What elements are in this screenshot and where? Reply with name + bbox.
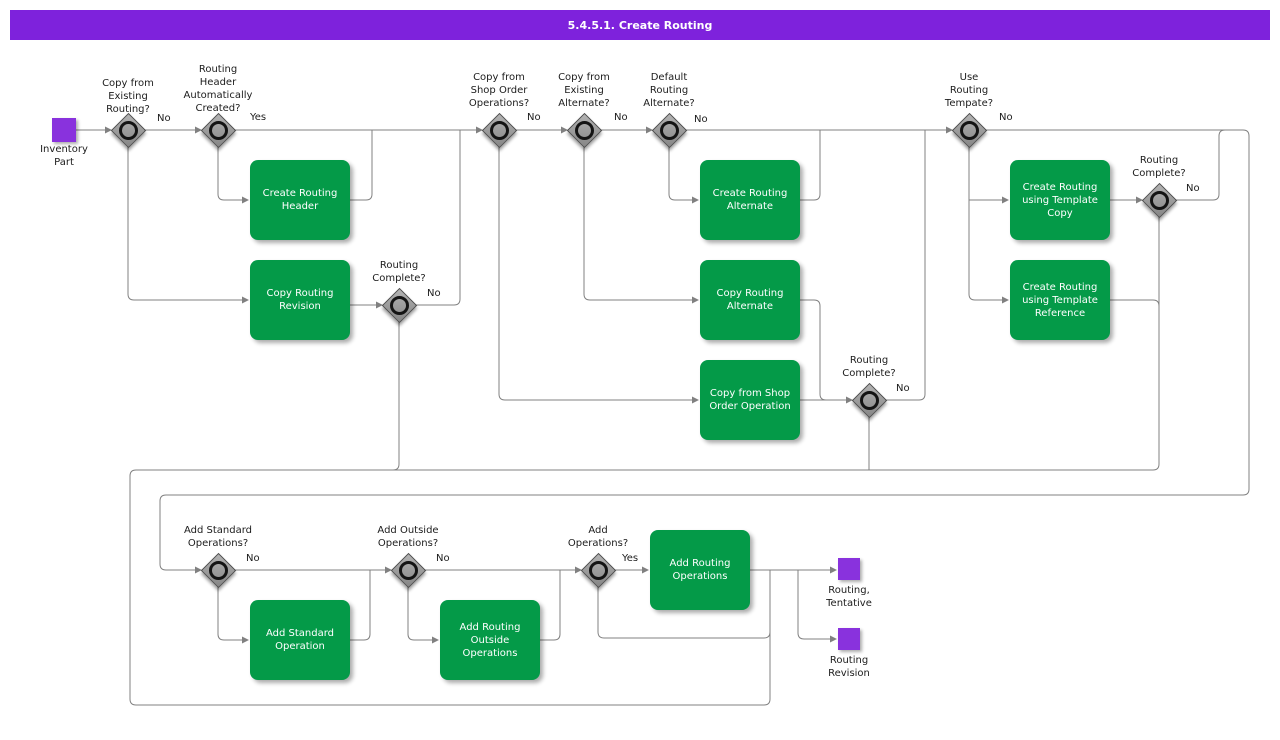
decision-gateway-icon [118,120,138,140]
process-create-routing-alternate[interactable]: Create Routing Alternate [700,160,800,240]
process-add-routing-outside-operations[interactable]: Add Routing Outside Operations [440,600,540,680]
decision-default-routing-alternate-label: Default Routing Alternate? [643,72,695,109]
end-event-routing-revision-label: Routing Revision [828,655,870,679]
decision-add-operations-label: Add Operations? [567,525,629,549]
decision-add-outside-operations-label: Add Outside Operations? [377,525,439,549]
process-copy-routing-alternate[interactable]: Copy Routing Alternate [700,260,800,340]
branch-label-no: No [1186,183,1200,194]
branch-label-no: No [527,112,541,123]
start-event-inventory-part [52,118,76,142]
process-copy-from-shop-order-operation[interactable]: Copy from Shop Order Operation [700,360,800,440]
decision-gateway-icon [588,560,608,580]
start-event-label: Inventory Part [40,144,88,168]
decision-copy-existing-alternate-label: Copy from Existing Alternate? [558,72,610,109]
decision-gateway-icon [574,120,594,140]
decision-gateway-icon [208,560,228,580]
branch-label-no: No [427,288,441,299]
decision-routing-complete-2-label: Routing Complete? [1132,155,1186,179]
end-event-routing-tentative-label: Routing, Tentative [826,585,872,609]
branch-label-yes: Yes [622,553,639,564]
decision-routing-complete-1-label: Routing Complete? [372,260,426,284]
decision-use-routing-template-label: Use Routing Tempate? [944,72,994,109]
decision-gateway-icon [398,560,418,580]
process-create-routing-header[interactable]: Create Routing Header [250,160,350,240]
branch-label-no: No [246,553,260,564]
diagram-title-bar: 5.4.5.1. Create Routing [10,10,1270,40]
decision-gateway-icon [208,120,228,140]
decision-routing-header-auto-label: Routing Header Automatically Created? [183,64,253,114]
branch-label-no: No [896,383,910,394]
process-create-routing-using-template-copy[interactable]: Create Routing using Template Copy [1010,160,1110,240]
decision-copy-shop-order-ops-label: Copy from Shop Order Operations? [468,72,530,109]
branch-label-no: No [999,112,1013,123]
arrowheads [105,126,1143,644]
decision-add-standard-operations-label: Add Standard Operations? [183,525,253,549]
process-add-routing-operations[interactable]: Add Routing Operations [650,530,750,610]
decision-gateway-icon [389,295,409,315]
diagram-title: 5.4.5.1. Create Routing [567,18,713,32]
end-event-routing-revision [838,628,860,650]
decision-copy-existing-routing-label: Copy from Existing Routing? [102,78,154,115]
decision-gateway-icon [859,390,879,410]
process-create-routing-using-template-reference[interactable]: Create Routing using Template Reference [1010,260,1110,340]
branch-label-no: No [436,553,450,564]
end-event-routing-tentative [838,558,860,580]
branch-label-no: No [157,113,171,124]
branch-label-no: No [694,114,708,125]
branch-label-no: No [614,112,628,123]
process-copy-routing-revision[interactable]: Copy Routing Revision [250,260,350,340]
decision-gateway-icon [489,120,509,140]
decision-gateway-icon [959,120,979,140]
branch-label-yes: Yes [250,112,267,123]
decision-gateway-icon [1149,190,1169,210]
decision-routing-complete-3-label: Routing Complete? [842,355,896,379]
process-add-standard-operation[interactable]: Add Standard Operation [250,600,350,680]
decision-gateway-icon [659,120,679,140]
